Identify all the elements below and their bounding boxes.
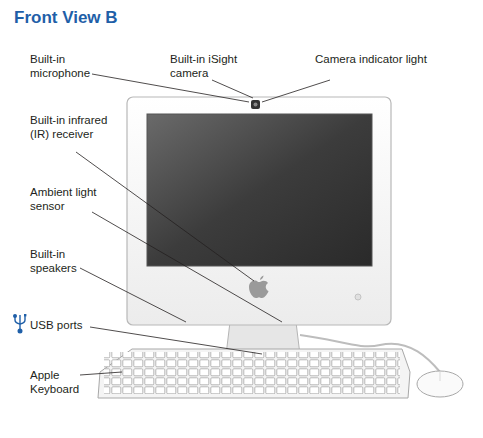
- usb-symbol: [14, 314, 27, 333]
- part-label: Apple Keyboard: [30, 368, 90, 396]
- part-label: Ambient light sensor: [30, 185, 110, 213]
- part-label: Built-in infrared (IR) receiver: [30, 113, 110, 141]
- part-label: Built-in iSight camera: [170, 52, 250, 80]
- part-label: USB ports: [30, 318, 150, 332]
- leader-lines: [76, 74, 330, 375]
- part-label: Camera indicator light: [315, 52, 435, 66]
- part-label: Built-in microphone: [30, 52, 98, 80]
- part-label: Built-in speakers: [30, 247, 90, 275]
- figure-title: Front View B: [14, 8, 118, 28]
